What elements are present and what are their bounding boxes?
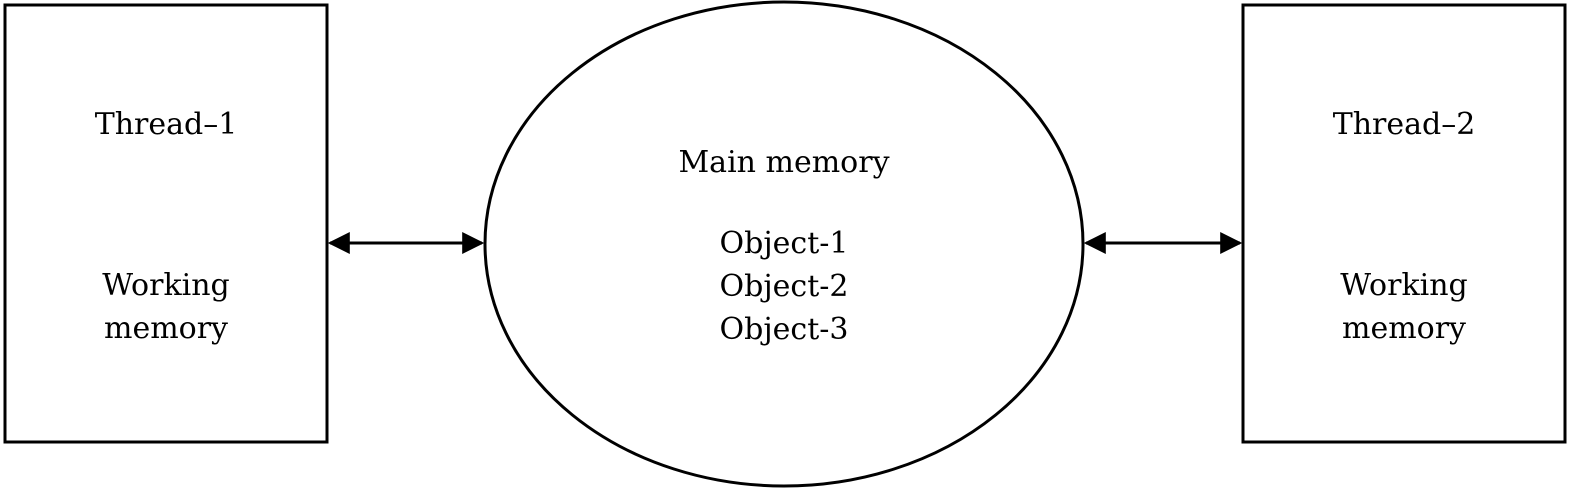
thread-1-memory-label: memory <box>104 311 228 346</box>
thread-2-box <box>1241 3 1567 444</box>
thread-1-title: Thread–1 <box>94 107 238 142</box>
thread-2-title: Thread–2 <box>1332 107 1476 142</box>
object-3-label: Object-3 <box>719 312 849 347</box>
thread-1-box <box>3 3 329 444</box>
thread-2-working-label: Working <box>1340 268 1468 303</box>
thread-1-working-label: Working <box>102 268 230 303</box>
main-memory-title: Main memory <box>678 145 890 180</box>
main-memory-ellipse <box>483 0 1085 488</box>
object-1-label: Object-1 <box>719 226 849 261</box>
object-2-label: Object-2 <box>719 269 849 304</box>
thread-2-memory-label: memory <box>1342 311 1466 346</box>
